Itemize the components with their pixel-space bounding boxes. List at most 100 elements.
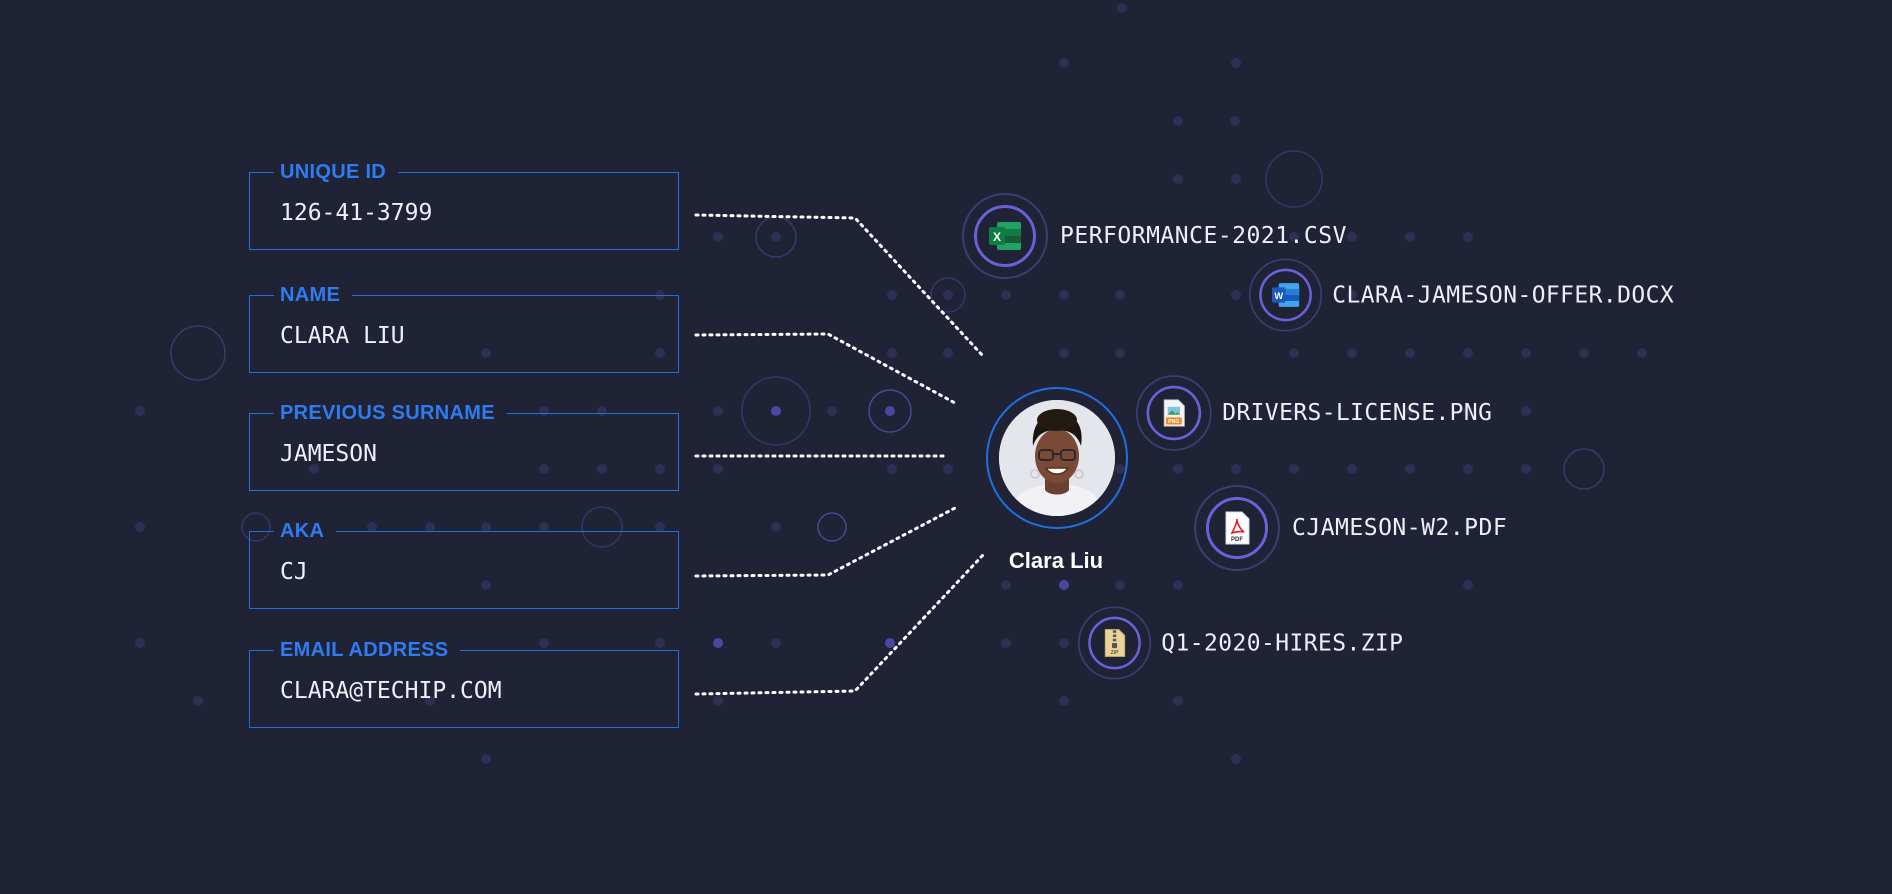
background-dot — [1059, 696, 1069, 706]
background-dot — [655, 348, 665, 358]
avatar-ring — [986, 387, 1128, 529]
background-dot — [655, 522, 665, 532]
background-dot — [1347, 290, 1357, 300]
unique-id-field: UNIQUE ID 126-41-3799 — [249, 160, 679, 250]
background-ring — [1563, 448, 1605, 490]
png-image-icon: PNG — [1163, 399, 1185, 427]
background-ring — [1265, 150, 1323, 208]
file-icon-ring: X — [962, 193, 1048, 279]
file-item[interactable]: PDF CJAMESON-W2.PDF — [1194, 485, 1507, 571]
background-dot — [135, 522, 145, 532]
background-dot — [827, 406, 837, 416]
background-dot — [1231, 58, 1241, 68]
background-dot — [887, 290, 897, 300]
aka-field: AKA CJ — [249, 519, 679, 609]
person-name: Clara Liu — [1008, 548, 1104, 573]
svg-text:PDF: PDF — [1231, 537, 1243, 543]
background-dot — [539, 638, 549, 648]
background-dot — [1347, 348, 1357, 358]
background-dot — [1115, 290, 1125, 300]
background-dot — [887, 348, 897, 358]
name-field: NAME CLARA LIU — [249, 283, 679, 373]
file-icon-ring: W — [1249, 258, 1323, 332]
background-ring — [817, 512, 847, 542]
file-name: CJAMESON-W2.PDF — [1292, 515, 1508, 541]
file-item[interactable]: X PERFORMANCE-2021.CSV — [962, 193, 1347, 279]
background-ring — [581, 506, 623, 548]
background-dot — [481, 580, 491, 590]
background-dot-highlight — [885, 406, 895, 416]
background-dot — [481, 348, 491, 358]
background-dot — [1173, 174, 1183, 184]
field-value: CLARA@TECHIP.COM — [280, 678, 502, 704]
background-dot — [309, 464, 319, 474]
background-dot — [1230, 116, 1240, 126]
background-dot-highlight — [885, 638, 895, 648]
file-name: Q1-2020-HIRES.ZIP — [1161, 629, 1404, 657]
file-icon-ring: PNG — [1136, 375, 1212, 451]
file-item[interactable]: W CLARA-JAMESON-OFFER.DOCX — [1249, 258, 1674, 332]
file-item[interactable]: PNG DRIVERS-LICENSE.PNG — [1136, 375, 1492, 451]
background-dot — [1231, 174, 1241, 184]
background-dot — [1059, 290, 1069, 300]
background-dot — [1173, 696, 1183, 706]
background-dot-highlight — [771, 406, 781, 416]
background-dot — [655, 464, 665, 474]
background-dot — [887, 464, 897, 474]
svg-text:X: X — [993, 230, 1001, 244]
background-dot — [1521, 464, 1531, 474]
background-dot — [713, 464, 723, 474]
field-value: JAMESON — [280, 441, 377, 467]
background-dot — [1289, 232, 1299, 242]
background-dot — [1115, 348, 1125, 358]
background-dot — [367, 522, 377, 532]
background-dot — [1289, 348, 1299, 358]
background-dot — [481, 522, 491, 532]
background-dot-highlight — [1059, 580, 1069, 590]
background-dot — [1115, 580, 1125, 590]
background-dot — [539, 522, 549, 532]
file-name: PERFORMANCE-2021.CSV — [1060, 223, 1347, 249]
excel-icon: X — [989, 222, 1021, 250]
background-dot — [1637, 348, 1647, 358]
file-icon-ring: ZIP — [1078, 606, 1152, 680]
field-value: CJ — [280, 559, 308, 585]
background-dot — [1059, 638, 1069, 648]
background-dot — [1001, 580, 1011, 590]
background-dot — [1231, 464, 1241, 474]
background-dot — [1579, 348, 1589, 358]
background-dot — [1231, 290, 1241, 300]
background-dot — [943, 464, 953, 474]
word-icon: W — [1271, 283, 1300, 307]
background-dot — [1173, 116, 1183, 126]
background-dot — [1347, 232, 1357, 242]
background-dot — [1059, 58, 1069, 68]
background-dot — [1405, 406, 1415, 416]
background-dot — [1463, 580, 1473, 590]
background-dot — [713, 696, 723, 706]
avatar — [999, 400, 1115, 516]
pdf-icon: PDF — [1225, 511, 1250, 545]
background-dot — [481, 754, 491, 764]
background-ring — [241, 512, 271, 542]
svg-text:PNG: PNG — [1168, 419, 1179, 425]
svg-text:ZIP: ZIP — [1111, 650, 1120, 656]
background-dot — [1173, 580, 1183, 590]
field-label: UNIQUE ID — [274, 160, 399, 184]
file-icon-ring: PDF — [1194, 485, 1280, 571]
background-dot — [943, 290, 953, 300]
background-dot — [1463, 464, 1473, 474]
background-dot — [1521, 406, 1531, 416]
background-dot — [425, 522, 435, 532]
background-dot — [1117, 3, 1127, 13]
background-dot — [943, 348, 953, 358]
file-item[interactable]: ZIP Q1-2020-HIRES.ZIP — [1078, 606, 1404, 680]
background-dot — [1231, 754, 1241, 764]
background-dot — [425, 696, 435, 706]
background-dot — [771, 522, 781, 532]
field-label: EMAIL ADDRESS — [274, 638, 461, 662]
background-dot — [1289, 464, 1299, 474]
background-dot — [1001, 638, 1011, 648]
background-dot — [771, 638, 781, 648]
background-dot — [1463, 232, 1473, 242]
